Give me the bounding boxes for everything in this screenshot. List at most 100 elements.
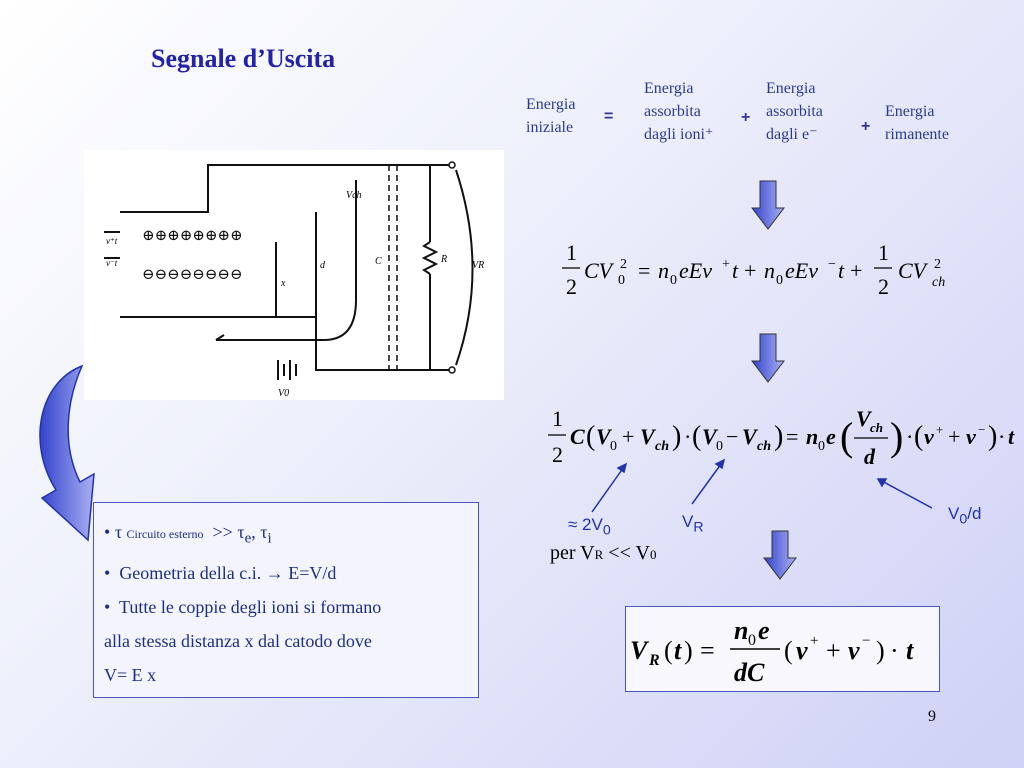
svg-text:n: n (658, 258, 669, 283)
energy-remaining-line1: Energia (885, 103, 935, 120)
svg-text:t: t (1008, 424, 1015, 449)
svg-text:0: 0 (618, 273, 625, 288)
svg-text:·: · (684, 424, 691, 449)
svg-text:eEv: eEv (679, 258, 712, 283)
b1-sub: Circuito esterno (126, 527, 204, 541)
svg-text:2: 2 (566, 274, 577, 299)
label-c: C (375, 256, 382, 267)
bullet-3-line3: V= E x (104, 664, 157, 685)
svg-text:v: v (796, 636, 808, 665)
label-vch: Vch (346, 190, 362, 201)
result-formula-box: V R ( t ) = n 0 e dC ( v + + v − ) · t (625, 606, 940, 692)
plus-charges: ⊕⊕⊕⊕⊕⊕⊕⊕ (142, 228, 243, 244)
result-formula: V R ( t ) = n 0 e dC ( v + + v − ) · t (630, 616, 914, 687)
bullet-3: • Tutte le coppie degli ioni si formano (104, 596, 382, 617)
b1-i: i (267, 530, 272, 547)
svg-text:ch: ch (655, 439, 669, 454)
svg-text:V: V (596, 424, 613, 449)
plus-sign-2: + (861, 118, 871, 135)
svg-text:): ) (876, 636, 885, 665)
energy-remaining-line2: rimanente (885, 126, 949, 143)
condition-text: per VR << V0 (550, 542, 656, 565)
label-x: x (280, 278, 286, 289)
svg-text:0: 0 (818, 439, 825, 454)
svg-text:0: 0 (748, 632, 756, 649)
assumptions-box: • τ Circuito esterno >> τe, τi • Geometr… (93, 502, 479, 698)
svg-text:ch: ch (870, 420, 883, 435)
svg-text:n: n (764, 258, 775, 283)
equals-sign: = (604, 108, 614, 125)
label-r: R (440, 254, 447, 265)
svg-text:−: − (862, 633, 870, 649)
svg-text:+: + (826, 636, 841, 665)
svg-text:2: 2 (934, 257, 941, 272)
svg-text:1: 1 (566, 240, 577, 265)
svg-text:ch: ch (757, 439, 771, 454)
energy-initial-line1: Energia (526, 96, 576, 113)
svg-text:+: + (948, 424, 960, 449)
svg-text:v: v (848, 636, 860, 665)
vr-text: V (682, 512, 694, 531)
svg-text:R: R (648, 652, 660, 669)
svg-text:t: t (906, 636, 914, 665)
svg-text:(: ( (664, 636, 673, 665)
svg-text:V: V (702, 424, 719, 449)
svg-text:): ) (684, 636, 693, 665)
svg-text:v: v (966, 424, 976, 449)
svg-text:·: · (890, 636, 899, 665)
label-vplus-t: v⁺t (106, 236, 118, 246)
bullet-2: • Geometria della c.i. → E=V/d (104, 562, 337, 583)
vr-sub: R (693, 519, 704, 536)
svg-text:e: e (826, 424, 836, 449)
svg-text:n: n (806, 424, 818, 449)
vr-label: VR (682, 512, 704, 535)
svg-text:V: V (630, 636, 650, 665)
svg-text:·: · (998, 424, 1005, 449)
b3-text: Tutte le coppie degli ioni si formano (118, 596, 382, 617)
b1-tau: τ (114, 522, 123, 542)
down-arrow-icon (763, 530, 797, 580)
svg-text:V: V (640, 424, 657, 449)
svg-text:(: ( (784, 636, 793, 665)
energy-electrons: Energia assorbita dagli e⁻ (766, 77, 823, 146)
svg-text:=: = (700, 636, 715, 665)
svg-text:CV: CV (584, 258, 615, 283)
svg-text:=: = (638, 258, 650, 283)
curved-arrow-icon (39, 364, 95, 542)
svg-text:0: 0 (716, 439, 723, 454)
svg-text:0: 0 (670, 273, 677, 288)
page-title: Segnale d’Uscita (151, 44, 336, 73)
svg-text:2: 2 (878, 274, 889, 299)
svg-text:+: + (622, 424, 634, 449)
svg-text:+: + (744, 258, 756, 283)
svg-text:t: t (674, 636, 682, 665)
v0d-sub: 0 (959, 511, 968, 528)
per-sub2: 0 (649, 547, 657, 562)
energy-remaining: Energia rimanente (885, 100, 949, 146)
energy-electrons-line3: dagli e⁻ (766, 126, 818, 143)
approx-sub: 0 (602, 522, 611, 539)
svg-text:): ) (890, 414, 903, 459)
b2-text: Geometria della c.i. → E=V/d (119, 562, 337, 583)
per-prefix: per V (550, 542, 595, 564)
b1-rest: >> τ (212, 522, 245, 542)
label-vminus-t: v⁻t (106, 258, 118, 268)
energy-ions-line2: assorbita (644, 103, 701, 120)
svg-text:dC: dC (734, 658, 765, 687)
svg-text:n: n (734, 616, 748, 645)
svg-text:): ) (774, 421, 783, 452)
svg-text:ch: ch (932, 275, 945, 290)
svg-text:−: − (828, 257, 836, 272)
svg-text:0: 0 (610, 439, 617, 454)
svg-text:0: 0 (776, 273, 783, 288)
per-mid: << V (603, 542, 650, 564)
energy-ions-line1: Energia (644, 80, 694, 97)
svg-text:+: + (722, 257, 730, 272)
svg-text:(: ( (692, 421, 701, 452)
energy-electrons-line2: assorbita (766, 103, 823, 120)
b1-comma: , τ (251, 522, 268, 542)
svg-text:d: d (864, 444, 876, 469)
svg-text:−: − (978, 422, 985, 437)
energy-ions-line3: dagli ioni⁺ (644, 126, 714, 143)
down-arrow-icon (751, 180, 785, 230)
